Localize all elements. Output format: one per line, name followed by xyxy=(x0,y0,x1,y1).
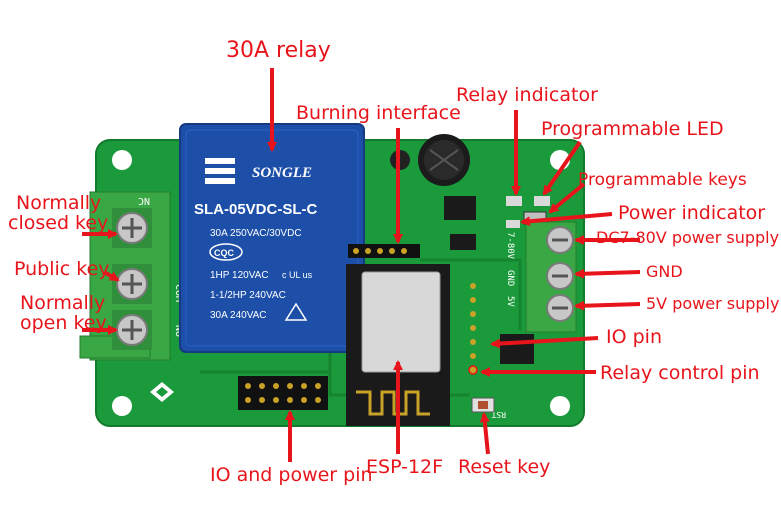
arrow-programmable-led xyxy=(542,140,582,196)
programmable-led xyxy=(534,196,550,206)
relay-indicator-led xyxy=(506,196,522,206)
mount-hole-bl xyxy=(112,396,132,416)
regulator-chip xyxy=(444,196,476,220)
arrow-reset xyxy=(479,412,490,455)
label-public-key: Public key xyxy=(14,258,110,280)
label-relay-control-pin: Relay control pin xyxy=(600,362,760,384)
warning-triangle-icon xyxy=(284,302,308,321)
label-no-line1: Normally xyxy=(20,292,106,314)
relay-component: SONGLE SLA-05VDC-SL-C 30A 250VAC/30VDC C… xyxy=(179,123,365,353)
label-io-pin: IO pin xyxy=(606,326,662,348)
terminal-screw-com xyxy=(112,264,152,304)
relay-cqc: CQC xyxy=(214,248,235,258)
relay-rating-3: 1-1/2HP 240VAC xyxy=(210,290,286,301)
arrow-gnd xyxy=(574,268,641,279)
relay-rating-1: 30A 250VAC/30VDC xyxy=(210,228,302,239)
label-gnd: GND xyxy=(646,262,683,281)
label-relay-indicator: Relay indicator xyxy=(456,84,598,106)
label-reset-key: Reset key xyxy=(458,456,551,478)
relay-rating-2: 1HP 120VAC xyxy=(210,270,269,281)
io-power-header xyxy=(238,376,328,410)
silk-power-5v: 5V xyxy=(505,296,515,307)
label-burning-interface: Burning interface xyxy=(296,102,461,124)
songle-logo-icon xyxy=(205,158,235,184)
io-pin-header xyxy=(468,283,478,375)
relay-model: SLA-05VDC-SL-C xyxy=(194,201,318,218)
mount-hole-tl xyxy=(112,150,132,170)
driver-chip xyxy=(450,234,476,250)
mosfet-chip xyxy=(500,334,534,364)
ul-mark-icon: c UL us xyxy=(282,270,313,280)
silk-power-dc: 7-80V xyxy=(505,232,515,260)
label-nc-line1: Normally xyxy=(16,192,102,214)
label-dc-supply: DC7-80V power supply xyxy=(596,228,780,247)
label-no-line2: open key xyxy=(20,312,107,334)
relay-rating-4: 30A 240VAC xyxy=(210,310,267,321)
arrow-io-pin xyxy=(490,336,599,349)
silk-com: COM xyxy=(173,284,184,302)
label-programmable-keys: Programmable keys xyxy=(578,170,747,190)
arrow-com xyxy=(103,270,120,282)
silk-nc: NC xyxy=(138,195,150,206)
terminal-screw-nc xyxy=(112,208,152,248)
label-programmable-led: Programmable LED xyxy=(541,118,724,140)
electrolytic-capacitor xyxy=(390,134,470,186)
arrow-5v xyxy=(574,300,641,311)
mount-hole-br xyxy=(550,396,570,416)
arrow-power-indicator xyxy=(520,212,613,227)
burning-interface-header xyxy=(348,244,420,258)
antenna-trace-icon xyxy=(356,390,430,416)
power-indicator-led xyxy=(506,220,520,228)
relay-control-pin-pad xyxy=(468,365,478,375)
reset-button[interactable] xyxy=(471,397,495,413)
cqc-mark-icon: CQC xyxy=(209,243,243,261)
power-terminal-block xyxy=(525,221,577,333)
arrow-programmable-keys xyxy=(548,182,586,214)
silk-rst: RST xyxy=(491,410,506,419)
label-nc-line2: closed key xyxy=(8,212,109,234)
label-esp12f: ESP-12F xyxy=(366,456,444,478)
label-io-power-pin: IO and power pin xyxy=(210,464,373,486)
terminal-screw-no xyxy=(112,310,152,350)
silk-power-gnd: GND xyxy=(505,270,515,286)
label-30a-relay: 30A relay xyxy=(226,38,331,63)
annotation-arrows xyxy=(82,68,641,462)
relay-brand: SONGLE xyxy=(252,165,312,181)
label-5v-supply: 5V power supply xyxy=(646,294,780,313)
silk-no: NO xyxy=(173,325,184,337)
pcb-logo-icon xyxy=(150,382,174,402)
label-power-indicator: Power indicator xyxy=(618,202,766,224)
